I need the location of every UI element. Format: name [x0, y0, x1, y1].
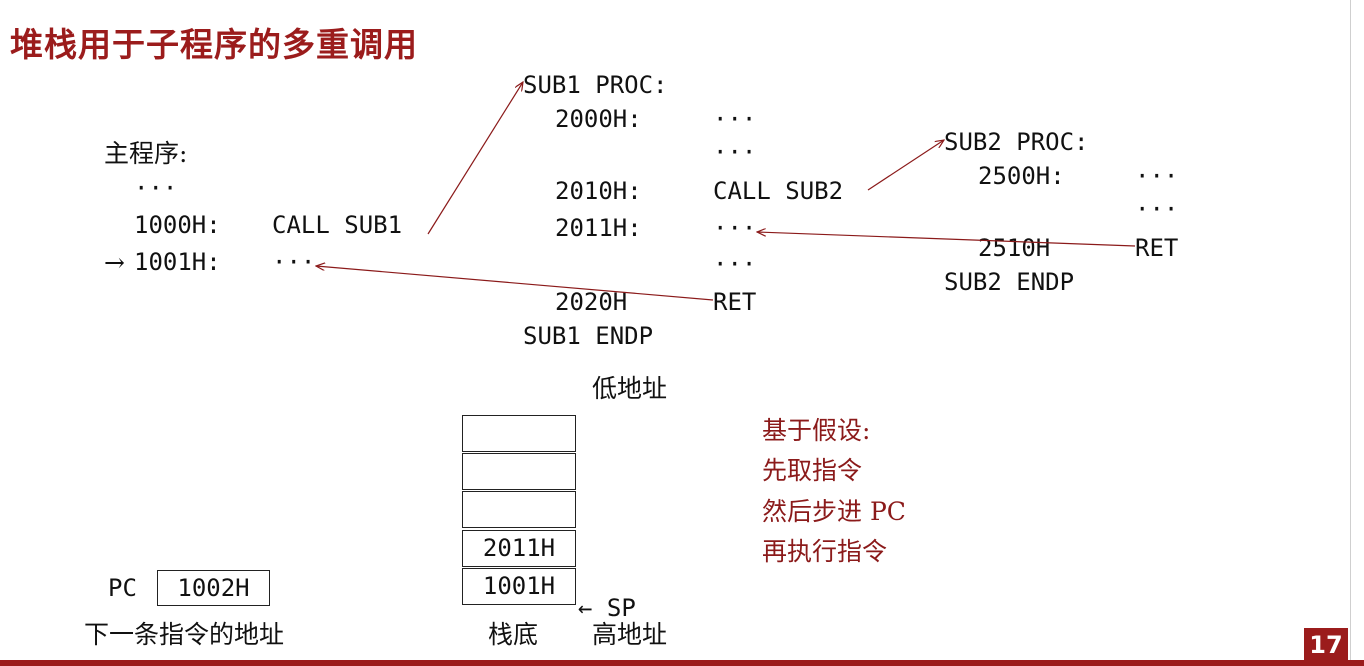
assumption-line-1: 先取指令 — [762, 456, 863, 485]
main-line2-instruction: ··· — [272, 248, 316, 276]
stack-cell-3 — [462, 491, 576, 528]
assumption-line-3: 再执行指令 — [762, 537, 888, 566]
stack-cell-5: 1001H — [462, 568, 576, 605]
sub2-line3-address: 2510H — [978, 234, 1051, 262]
main-line2-address: 1001H: — [134, 248, 221, 276]
sub2-header: SUB2 PROC: — [944, 128, 1089, 156]
call-sub2-arrow — [867, 140, 944, 191]
sub1-footer: SUB1 ENDP — [523, 322, 654, 350]
sub2-line2-instruction: ··· — [1135, 195, 1179, 223]
sub2-line1-instruction: ··· — [1135, 162, 1179, 190]
main-line1-instruction: CALL SUB1 — [272, 211, 403, 239]
stack-cell-2 — [462, 453, 576, 490]
sub1-line5-instruction: ··· — [713, 250, 757, 278]
sub1-header: SUB1 PROC: — [523, 71, 668, 99]
stack-cell-1 — [462, 415, 576, 452]
pc-register-box: 1002H — [157, 570, 270, 606]
stack-high-address-label: 高地址 — [592, 620, 668, 649]
call-sub1-arrow — [427, 82, 523, 235]
sub1-line6-instruction: RET — [713, 288, 757, 316]
return-sub2-arrow — [757, 232, 1136, 247]
sub1-line2-instruction: ··· — [713, 138, 757, 166]
right-divider — [1350, 0, 1351, 660]
sub1-line4-instruction: ··· — [713, 214, 757, 242]
slide-title: 堆栈用于子程序的多重调用 — [10, 25, 418, 64]
pc-label: PC — [108, 574, 137, 602]
sub2-footer: SUB2 ENDP — [944, 268, 1075, 296]
sub1-line4-address: 2011H: — [555, 214, 642, 242]
stack-low-address-label: 低地址 — [592, 374, 668, 403]
current-line-arrow: → — [104, 248, 125, 277]
pc-caption: 下一条指令的地址 — [84, 620, 285, 649]
sub1-line1-instruction: ··· — [713, 105, 757, 133]
main-dots-top: ··· — [134, 174, 178, 202]
main-line1-address: 1000H: — [134, 211, 221, 239]
main-program-label: 主程序: — [104, 139, 188, 168]
footer-bar — [0, 660, 1364, 666]
sub1-line1-address: 2000H: — [555, 105, 642, 133]
sub1-line3-instruction: CALL SUB2 — [713, 177, 844, 205]
sub1-line6-address: 2020H — [555, 288, 628, 316]
page-number: 17 — [1304, 628, 1348, 662]
stack-bottom-label: 栈底 — [488, 620, 539, 649]
stack-cell-4: 2011H — [462, 530, 576, 567]
assumptions-heading: 基于假设: — [762, 416, 871, 445]
sub2-line3-instruction: RET — [1135, 234, 1179, 262]
stack-pointer-label: ← SP — [578, 594, 636, 622]
assumption-line-2: 然后步进 PC — [762, 497, 906, 526]
sub1-line3-address: 2010H: — [555, 177, 642, 205]
return-sub1-arrow — [316, 266, 714, 301]
sub2-line1-address: 2500H: — [978, 162, 1065, 190]
